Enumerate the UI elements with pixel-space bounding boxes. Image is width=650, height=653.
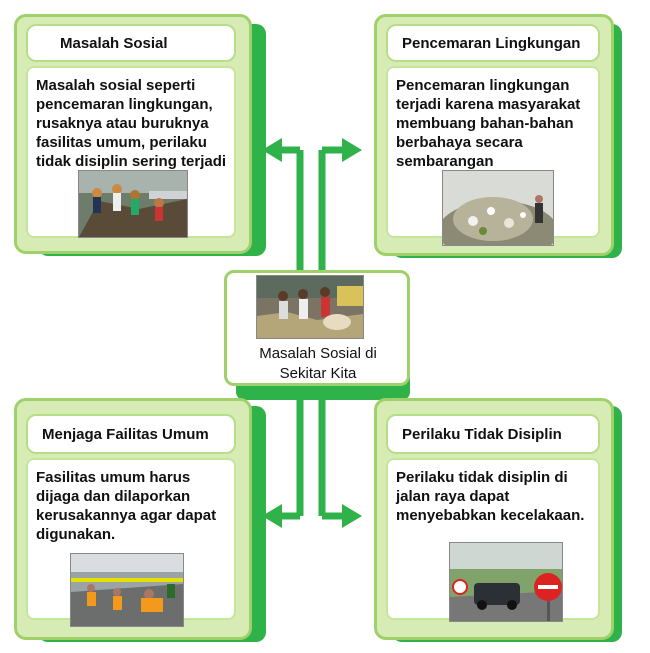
center-title-line2: Sekitar Kita <box>279 365 357 382</box>
card-title: Perilaku Tidak Disiplin <box>386 414 600 454</box>
card-description: Pencemaran lingkungan terjadi karena mas… <box>396 77 581 170</box>
card-title: Pencemaran Lingkungan <box>386 24 600 62</box>
traffic-sign-photo <box>449 542 563 622</box>
arrow-head-top-left <box>262 138 282 162</box>
card-body-text: Perilaku tidak disiplin di jalan raya da… <box>386 458 600 620</box>
children-scavenging-photo <box>256 275 364 339</box>
arrow-head-top-right <box>342 138 362 162</box>
center-title-line1: Masalah Sosial di <box>259 345 377 362</box>
center-title: Masalah Sosial di Sekitar Kita <box>228 344 408 384</box>
arrow-head-bottom-left <box>262 504 282 528</box>
card-title: Masalah Sosial <box>26 24 236 62</box>
card-description: Fasilitas umum harus dijaga dan dilapork… <box>36 469 217 543</box>
card-description: Masalah sosial seperti pencemaran lingku… <box>36 77 227 170</box>
workers-cleaning-photo <box>70 553 184 627</box>
card-title: Menjaga Failitas Umum <box>26 414 236 454</box>
card-description: Perilaku tidak disiplin di jalan raya da… <box>396 469 585 524</box>
garbage-pile-photo <box>442 170 554 246</box>
arrow-head-bottom-right <box>342 504 362 528</box>
road-damage-photo <box>78 170 188 238</box>
